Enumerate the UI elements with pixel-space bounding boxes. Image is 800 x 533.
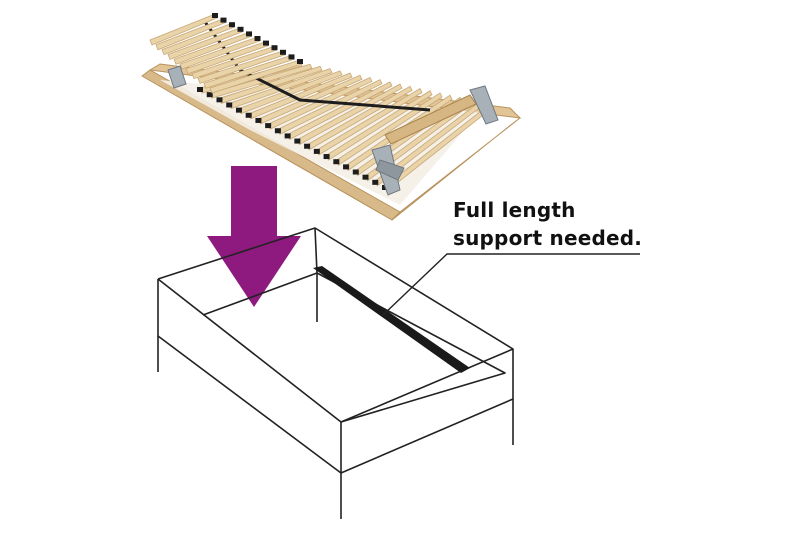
support-callout: Full length support needed.	[453, 196, 653, 252]
center-support-bar	[313, 266, 470, 373]
callout-line-1: Full length	[453, 198, 576, 222]
slat-cap	[284, 133, 291, 139]
head-lift-bar	[384, 94, 477, 145]
slat-cap	[280, 49, 286, 55]
bed-frame-box	[157, 227, 514, 519]
slat-cap	[212, 13, 218, 18]
slatted-bed-base	[141, 13, 522, 221]
slat-cap	[343, 164, 350, 170]
slat-cap	[263, 40, 269, 46]
frame-left-panel	[157, 279, 342, 474]
frame-inner-rim	[202, 272, 506, 423]
slat-cap	[216, 97, 223, 103]
slat-cap	[313, 148, 320, 154]
head-slats	[149, 13, 303, 94]
slat-cap	[294, 138, 301, 144]
callout-line-2: support needed.	[453, 226, 643, 250]
slat-cap	[274, 128, 281, 134]
slat-cap	[254, 36, 261, 41]
slat-cap	[362, 174, 369, 180]
slat-cap	[237, 26, 244, 32]
callout-leader-line	[382, 253, 640, 316]
slat-cap	[255, 117, 262, 123]
metal-bracket-back	[469, 85, 499, 125]
slat-cap	[245, 112, 252, 118]
slat-cap	[352, 169, 359, 175]
slat-cap	[226, 102, 233, 108]
slat-cap	[206, 92, 213, 98]
slat-cap	[246, 31, 252, 37]
slat-cap	[333, 159, 340, 165]
slat-cap	[297, 59, 303, 64]
slat-cap	[197, 87, 203, 92]
slat-cap	[235, 107, 242, 113]
slat-cap	[304, 143, 311, 149]
metal-bracket-left	[167, 65, 187, 89]
frame-top-rim	[157, 227, 514, 423]
down-arrow-icon	[207, 166, 301, 307]
slat-cap	[323, 154, 330, 160]
slat-cap	[265, 123, 272, 129]
metal-bracket-front	[371, 144, 405, 196]
frame-back-edge	[314, 227, 318, 274]
slat-cap	[220, 17, 227, 23]
slat-cap	[229, 22, 235, 28]
slat-cap	[372, 179, 379, 185]
slat-cap	[288, 54, 295, 60]
slat-cap	[271, 45, 278, 51]
